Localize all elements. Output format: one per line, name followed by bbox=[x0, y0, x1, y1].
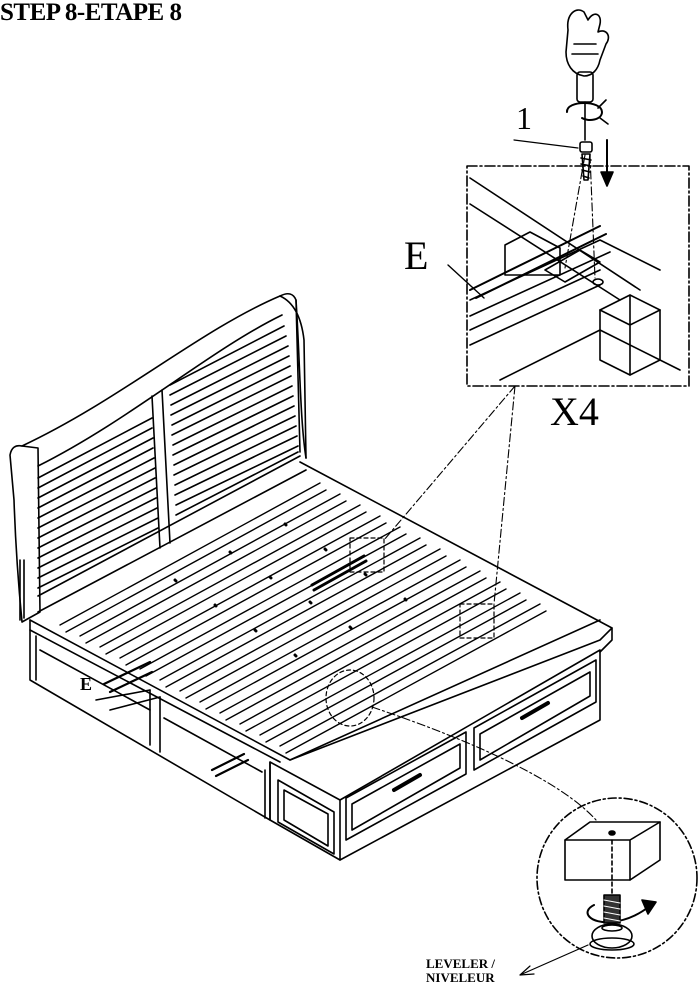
leveler-label-en: LEVELER / bbox=[426, 956, 495, 971]
quantity-label: X4 bbox=[550, 389, 599, 434]
page-title: STEP 8-ETAPE 8 bbox=[0, 0, 182, 26]
bracket-detail-inset bbox=[447, 165, 690, 387]
rotation-arrow-icon bbox=[586, 899, 657, 924]
part-e-detail-label: E bbox=[404, 233, 429, 278]
leveler-label-fr: NIVELEUR bbox=[426, 970, 495, 985]
screw-icon bbox=[579, 141, 593, 181]
leveler-detail bbox=[536, 797, 698, 959]
leveler-foot-icon bbox=[589, 894, 635, 951]
bed-frame bbox=[29, 461, 613, 861]
leveler-label: LEVELER / NIVELEUR bbox=[426, 957, 495, 985]
screw-callout-label: 1 bbox=[516, 100, 532, 136]
headboard bbox=[9, 292, 307, 623]
part-e-frame-label: E bbox=[80, 674, 93, 694]
detail-markers bbox=[325, 537, 495, 727]
projection-lines bbox=[371, 154, 597, 821]
bed-slats bbox=[59, 482, 547, 754]
hand-screwdriver-icon bbox=[565, 9, 610, 141]
leveler-leader bbox=[519, 944, 589, 976]
down-arrow-icon bbox=[600, 139, 614, 187]
callout-leader-1 bbox=[513, 139, 579, 149]
